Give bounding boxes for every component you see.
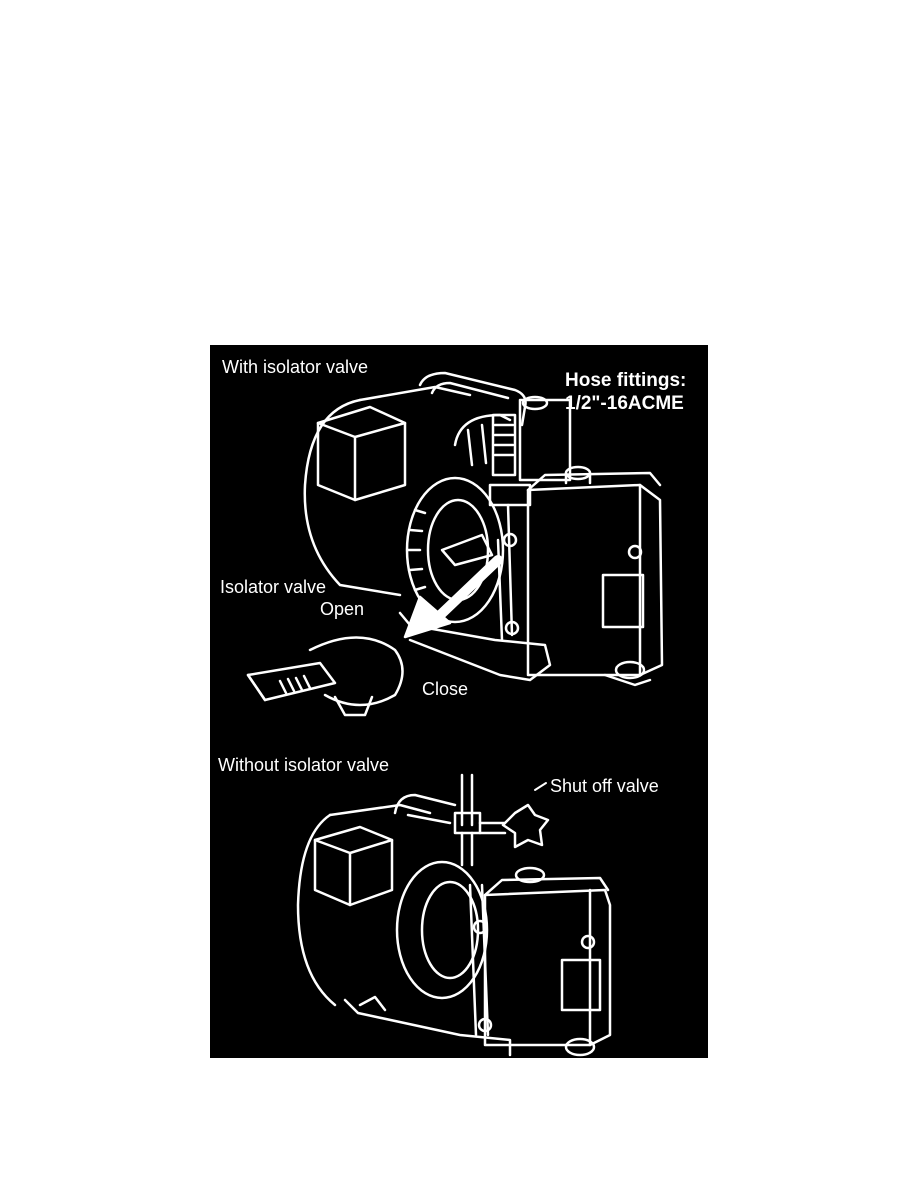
pump-with-isolator-drawing [246, 371, 664, 717]
vacuum-pump-figure: With isolator valve Hose fittings: 1/2"-… [210, 345, 708, 1058]
pump-without-isolator-drawing [296, 773, 612, 1057]
hose-fittings-label: Hose fittings: [565, 370, 687, 391]
hose-fittings-spec: 1/2"-16ACME [565, 393, 684, 414]
open-label: Open [320, 599, 365, 619]
with-isolator-valve-label: With isolator valve [222, 357, 369, 377]
isolator-valve-label: Isolator valve [220, 577, 327, 597]
without-isolator-valve-label: Without isolator valve [218, 755, 390, 775]
close-label: Close [422, 679, 469, 699]
shut-off-valve-label: Shut off valve [550, 776, 659, 796]
pump-illustrations [246, 371, 664, 1057]
